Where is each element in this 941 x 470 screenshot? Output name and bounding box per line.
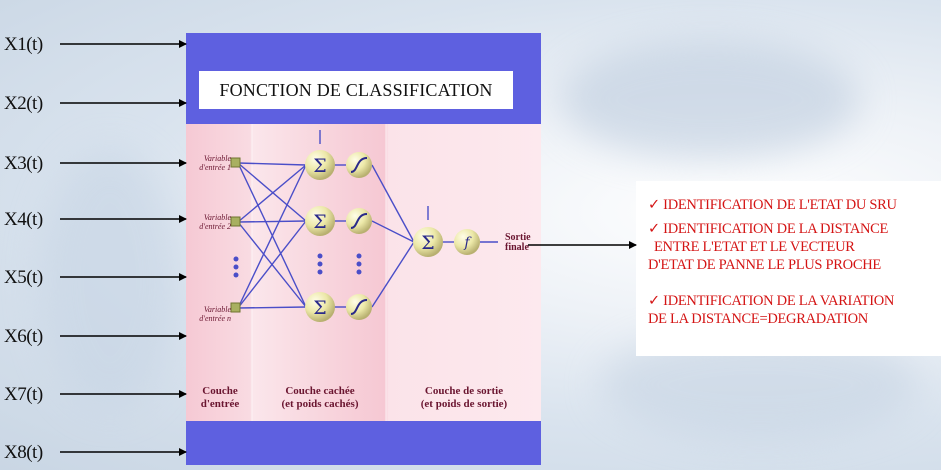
results-box	[636, 181, 941, 356]
input-label-x2: X2(t)	[4, 93, 43, 114]
input-label-x7: X7(t)	[4, 384, 43, 405]
result-variation-identification: ✓ IDENTIFICATION DE LA VARIATION DE LA D…	[648, 293, 895, 327]
svg-text:f: f	[463, 235, 472, 251]
input-label-x4: X4(t)	[4, 209, 43, 230]
input-arrows	[60, 40, 187, 456]
input-label-x6: X6(t)	[4, 326, 43, 347]
input-label-x1: X1(t)	[4, 34, 43, 55]
svg-text:Σ: Σ	[313, 297, 326, 319]
network-connections	[237, 130, 498, 309]
svg-text:Σ: Σ	[313, 155, 326, 177]
result-distance-identification: ✓ IDENTIFICATION DE LA DISTANCE ENTRE L'…	[648, 221, 889, 273]
hidden-sigmoid-nodes	[346, 152, 372, 320]
svg-text:Σ: Σ	[313, 211, 326, 233]
input-label-x8: X8(t)	[4, 442, 43, 463]
result-state-identification: ✓ IDENTIFICATION DE L'ETAT DU SRU	[648, 197, 897, 213]
background-swirl	[40, 150, 180, 410]
input-label-x3: X3(t)	[4, 153, 43, 174]
input-nodes	[230, 157, 241, 313]
classification-title: FONCTION DE CLASSIFICATION	[199, 71, 513, 109]
output-nodes: Σ f	[413, 227, 480, 257]
neural-network-graphic: Σ Σ Σ Σ f	[230, 124, 498, 421]
output-layer-label: Couche de sortie(et poids de sortie)	[420, 385, 508, 410]
input-label-x5: X5(t)	[4, 267, 43, 288]
hidden-layer-label: Couche cachée(et poids cachés)	[281, 385, 359, 410]
svg-text:Σ: Σ	[421, 232, 434, 254]
continuation-dots	[233, 253, 362, 278]
background-swirl	[560, 40, 860, 160]
hidden-sum-nodes: Σ Σ Σ	[305, 150, 335, 322]
